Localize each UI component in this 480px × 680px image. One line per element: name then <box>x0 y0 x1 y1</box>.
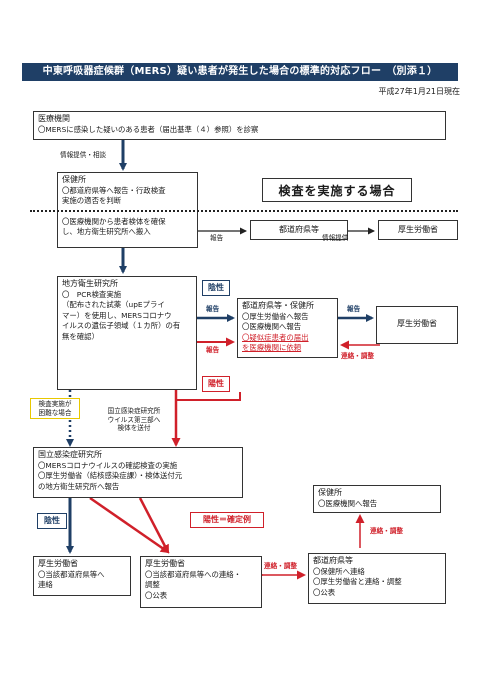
medical-institution-box: 医療機関 〇MERSに感染した疑いのある患者（届出基準（４）参照）を診察 <box>33 111 446 140</box>
section-divider <box>30 210 458 212</box>
date-label: 平成27年1月21日現在 <box>378 87 460 96</box>
arrow-niid-mhlw-pos2 <box>138 497 170 554</box>
label-report-blue: 報告 <box>206 305 220 313</box>
niid-box: 国立感染症研究所 〇MERSコロナウイルスの確認検査の実施 〇厚生労働省（結核感… <box>33 447 243 498</box>
arrow-niid-mhlw-pos <box>89 496 170 554</box>
prefecture-hokenjo-box: 都道府県等・保健所 〇厚生労働省へ報告 〇医療機関へ報告 〇疑似症患者の届出 を… <box>237 298 338 358</box>
label-kensa-konnan: 検査実施が 困難な場合 <box>30 398 80 419</box>
label-renraku-1: 連絡・調整 <box>341 352 374 360</box>
hokenjo-bottom-box: 保健所 〇医療機関へ報告 <box>313 485 441 513</box>
mhlw-box-top: 厚生労働省 <box>378 220 458 240</box>
section-banner: 検査を実施する場合 <box>262 178 412 202</box>
local-lab-box: 地方衛生研究所 〇 PCR検査実施 （配布された試薬（upEプライ マー）を使用… <box>57 276 197 390</box>
label-info-provide: 情報提供 <box>322 234 349 242</box>
tag-negative-2: 陰性 <box>37 513 67 529</box>
tag-confirmed: 陽性＝確定例 <box>190 512 264 528</box>
red-connector <box>176 392 241 401</box>
mhlw-negative-box: 厚生労働省 〇当該都道府県等へ 連絡 <box>33 556 131 596</box>
mhlw-positive-box: 厚生労働省 〇当該都道府県等への連絡・ 調整 〇公表 <box>140 556 262 608</box>
prefecture-bottom-box: 都道府県等 〇保健所へ連絡 〇厚生労働省と連絡・調整 〇公表 <box>308 553 446 604</box>
tag-negative-1: 陰性 <box>202 280 230 296</box>
label-renraku-2: 連絡・調整 <box>264 562 297 570</box>
tag-positive-1: 陽性 <box>202 376 230 392</box>
label-report-right: 報告 <box>347 305 361 313</box>
page-title: 中東呼吸器症候群（MERS）疑い患者が発生した場合の標準的対応フロー （別添１） <box>22 63 458 81</box>
prefecture-box-top: 都道府県等 <box>250 220 348 240</box>
label-niid-send: 国立感染症研究所 ウイルス第三部へ 検体を送付 <box>107 407 161 432</box>
label-report-red: 報告 <box>206 346 220 354</box>
mhlw-box-mid: 厚生労働省 <box>376 306 458 344</box>
label-renraku-3: 連絡・調整 <box>370 527 403 535</box>
label-info-consult: 情報提供・相談 <box>60 151 107 159</box>
label-report-1: 報告 <box>210 234 224 242</box>
